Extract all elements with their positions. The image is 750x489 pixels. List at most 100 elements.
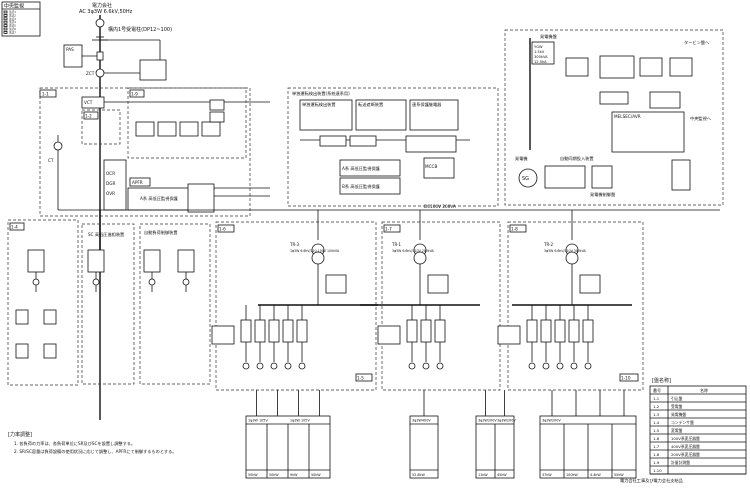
unit-1-6-label: 1-6: [219, 227, 226, 232]
feeder-capacity: 50kW: [311, 473, 321, 477]
remarks-line2: 2. SR/SC容量は負荷設備の使用状況に応じて調整し、APFRにて制御するもの…: [14, 448, 176, 455]
legend-item: 注記4: [9, 20, 16, 24]
sc-panel-frame: [81, 223, 135, 385]
meter-box: [179, 121, 199, 137]
footer-note: 電力会社工事及び電力会社支給品: [620, 477, 683, 484]
mccb-breaker: [296, 319, 308, 343]
mccb-breaker: [568, 319, 580, 343]
transformer-spec: 1φ3W 6.6kV/210-105V 100kVA: [290, 249, 340, 253]
feeder-capacity: 55kW: [614, 473, 624, 477]
unit-1-5-label: 1-5: [357, 376, 364, 381]
unit-1-2-label: 1-2: [85, 114, 92, 119]
feeder-capacity: 9kW: [290, 473, 298, 477]
unit-1-9-label: 1-9: [131, 92, 138, 97]
meter-box: [201, 121, 221, 137]
legend-item: 注記3: [9, 17, 16, 21]
mid-panel-sub3: 連系保護継電器: [412, 101, 442, 108]
feeder-capacity: 4.4kW: [590, 473, 601, 477]
table-row-name: 400V系変圧器盤: [671, 444, 700, 449]
unit-1-1-label: 1-1: [42, 92, 49, 97]
load-panel: [377, 325, 401, 345]
vct-label: VCT: [84, 100, 93, 105]
table-row-number: 1-10: [653, 468, 662, 473]
mccb-breaker: [434, 319, 446, 343]
mid-panel-frame: [287, 87, 499, 207]
table-row-number: 1-9: [653, 460, 660, 465]
mccb-breaker: [526, 319, 538, 343]
table-row-name: 引込盤: [671, 396, 683, 401]
to-monitor: 中央監視へ: [690, 115, 711, 122]
feeder-voltage: 1φ3W 105V: [248, 419, 268, 423]
mccb-breaker: [554, 319, 566, 343]
feeder-capacity: 100kW: [566, 473, 578, 477]
relay-box-label: MELSEC/AVR: [614, 114, 641, 119]
generator-icon: [518, 168, 538, 188]
unit-1-7-frame: [381, 221, 501, 391]
gen-control-label: 発電機制御盤: [590, 191, 616, 198]
legend-box: [1, 1, 41, 37]
mid-panel-a: A系 高低圧監視保護: [342, 165, 381, 172]
table-row-number: 1-4: [653, 420, 660, 425]
remarks-line1: 1. 各負荷の力率は、各負荷単位にSR及びSCを設置し調整する。: [14, 440, 135, 447]
reactor-icon: [43, 343, 57, 359]
legend-title: 中央監視: [4, 3, 24, 10]
unit-1-7-label: 1-7: [385, 227, 392, 232]
sr-panel-label: 自動負荷制御装置: [144, 229, 178, 236]
mid-panel-cap: DC100V 200VA: [424, 204, 456, 209]
feeder-voltage: 3φ3W400V: [412, 419, 431, 423]
table-row-number: 1-5: [653, 428, 660, 433]
feeder-voltage: 3φ3W200V: [542, 419, 561, 423]
table-row-name: 変電盤: [671, 428, 683, 433]
mid-panel-sub1: 単独運転検出装置: [302, 101, 336, 108]
ct-label-1: CT: [48, 158, 54, 163]
panel-name-table: [649, 385, 747, 475]
legend-item: 注記1: [9, 10, 16, 14]
switch-unit: [87, 249, 105, 273]
incoming-meter-icon: [95, 18, 105, 28]
mccb-breaker: [240, 319, 252, 343]
ovr-label: OVR: [106, 191, 115, 196]
vct-box: [81, 96, 105, 109]
feeder-voltage: 3φ3W200V: [478, 419, 497, 423]
reactor-icon: [15, 343, 29, 359]
table-row-number: 1-8: [653, 452, 660, 457]
transformer-spec: 3φ3W 6.6kV/210V 200kVA: [392, 249, 435, 253]
a-panel-label: A系 高低圧監視保護: [140, 195, 179, 202]
to-turbine: タービン盤へ: [684, 39, 709, 46]
gen-label: 発電機: [515, 155, 528, 162]
table-row-number: 1-7: [653, 444, 660, 449]
table-header: 番号: [653, 387, 661, 393]
mccb-label: MCCB: [425, 164, 437, 169]
table-row-name: 受電盤: [671, 404, 683, 409]
capacitor-icon: [15, 309, 29, 325]
gen-spec-line: 1.5kV: [534, 50, 545, 54]
mccb-breaker: [282, 319, 294, 343]
unit-1-10-label: 1-10: [621, 376, 631, 381]
table-row-name: 発電機盤: [671, 412, 686, 417]
legend-item: 注記6: [9, 27, 16, 31]
mid-panel-b: B系 高低圧監視保護: [342, 183, 381, 190]
unit-1-4-frame: [7, 219, 79, 386]
gen-spec-box: [531, 41, 555, 65]
load-panel: [211, 325, 235, 345]
table-row-name: 100V系変圧器盤: [671, 436, 700, 441]
load-panel: [497, 325, 521, 345]
remarks-title: [力率調整]: [8, 431, 32, 438]
transformer-name: TR-3: [289, 242, 300, 247]
supply-spec: AC 3φ3W 6.6kV,50Hz: [79, 9, 133, 15]
table-title: [盤名称]: [652, 377, 671, 384]
mccb-breaker: [420, 319, 432, 343]
mccb-breaker: [582, 319, 594, 343]
switch-unit: [27, 249, 45, 273]
unit-1-2-frame: [81, 109, 121, 145]
table-row-name: 計量計測盤: [671, 460, 690, 465]
table-row-number: 1-3: [653, 412, 660, 417]
legend-item: 注記5: [9, 24, 16, 28]
table-row-name: 200V系変圧器盤: [671, 452, 700, 457]
legend-item: 注記7: [9, 30, 16, 34]
gen-spec-line: 12.5kA: [534, 60, 547, 64]
feeder-capacity: 50kW: [269, 473, 279, 477]
feeder-capacity: 45kW: [497, 473, 507, 477]
